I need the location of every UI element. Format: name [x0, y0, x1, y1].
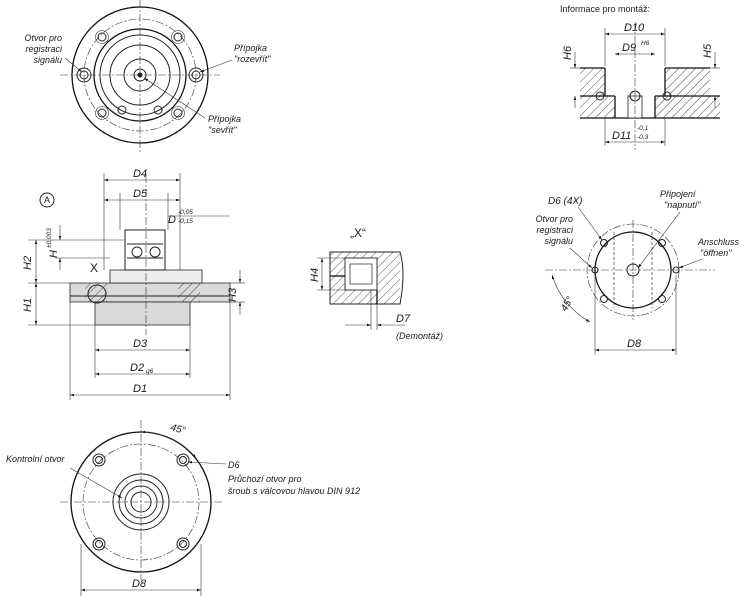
bolt-hole	[658, 295, 666, 303]
dim-d1: D1	[133, 383, 147, 395]
bolt-hole	[95, 30, 109, 44]
dim-d3: D3	[133, 338, 148, 350]
detail-x-title: „X“	[350, 226, 366, 240]
dim-d9-tolerance: H6	[641, 40, 650, 47]
connection-tension-label: "napnutí"	[664, 200, 701, 210]
dim-d10: D10	[624, 22, 645, 34]
connection-open-label-right: Anschluss	[697, 237, 740, 247]
dim-d-tol-lower: -0,15	[178, 218, 193, 225]
angle-45-bottom: 45°	[169, 422, 186, 437]
bottom-view: 45° Kontrolní otvor D6 Průchozí otvor pr…	[6, 420, 360, 596]
angle-45-right: 45°	[559, 295, 576, 314]
dim-d11: D11	[612, 130, 631, 142]
detail-x: „X“ H4 D7 (Demontáž)	[309, 226, 443, 341]
connection-open-label: Přípojka	[234, 43, 267, 53]
dim-d8-right: D8	[627, 338, 642, 350]
dim-h5: H5	[702, 43, 714, 58]
bolt-hole	[600, 239, 608, 247]
dim-d-tol-upper: -0,05	[178, 209, 193, 216]
dim-d8-bottom: D8	[132, 578, 147, 590]
dim-d: D	[168, 214, 176, 226]
right-view: D6 (4X) Připojení "napnutí" Otvor pro re…	[535, 189, 740, 355]
top-view: Otvor pro registraci signálu Přípojka "r…	[24, 0, 271, 152]
dim-d5: D5	[133, 188, 148, 200]
dim-d9: D9	[622, 42, 636, 54]
dim-d6-4x: D6 (4X)	[548, 196, 582, 207]
signal-hole-label: registraci	[25, 44, 63, 54]
view-marker-a: A	[44, 195, 50, 205]
dim-h4: H4	[309, 268, 321, 282]
connection-close-label: "sevřít"	[208, 125, 237, 135]
dim-d11-tol-upper: -0,1	[637, 125, 649, 132]
dim-h3: H3	[227, 287, 239, 302]
dim-d11-tol-lower: -0,3	[637, 134, 649, 141]
through-hole-label: šroub s válcovou hlavou DIN 912	[228, 486, 360, 496]
dim-h-tolerance: ±0,003	[46, 228, 53, 248]
bolt-hole	[92, 537, 106, 551]
signal-hole-label-right: Otvor pro	[535, 214, 573, 224]
dim-h: H	[48, 250, 60, 258]
bolt-hole	[176, 453, 190, 467]
signal-hole-label-right: registraci	[536, 225, 574, 235]
dim-d2-tolerance: g6	[146, 368, 154, 375]
detail-x-marker: X	[90, 261, 98, 275]
dim-h1: H1	[22, 298, 34, 312]
dim-h2: H2	[22, 256, 34, 270]
bolt-hole	[658, 239, 666, 247]
signal-hole-label-right: signálu	[544, 236, 573, 246]
bolt-hole	[92, 453, 106, 467]
bolt-hole	[176, 537, 190, 551]
mounting-info-title: Informace pro montáž:	[560, 4, 650, 14]
signal-hole-label: signálu	[33, 55, 62, 65]
connection-open-label-right: "öffnen"	[700, 248, 732, 258]
dim-d4: D4	[133, 168, 147, 180]
connection-open-label: "rozevřít"	[234, 54, 271, 64]
bolt-hole	[171, 106, 185, 120]
dim-d2: D2	[130, 362, 144, 374]
bolt-hole	[95, 106, 109, 120]
connection-close-label: Přípojka	[208, 114, 241, 124]
demontaz-label: (Demontáž)	[396, 331, 443, 341]
through-hole-label: Průchozí otvor pro	[228, 474, 302, 484]
dim-h6: H6	[562, 45, 574, 60]
bolt-hole	[171, 30, 185, 44]
signal-hole-label: Otvor pro	[24, 33, 62, 43]
control-hole-label: Kontrolní otvor	[6, 454, 66, 464]
dim-d6: D6	[228, 460, 240, 470]
mounting-info: Informace pro montáž: D10 D9 H6 H6	[560, 4, 720, 150]
dim-d7: D7	[396, 313, 411, 325]
connection-tension-label: Připojení	[660, 189, 697, 199]
bolt-hole	[600, 295, 608, 303]
section-view: A D4 D5 D -0,05 -0,15	[22, 168, 245, 400]
